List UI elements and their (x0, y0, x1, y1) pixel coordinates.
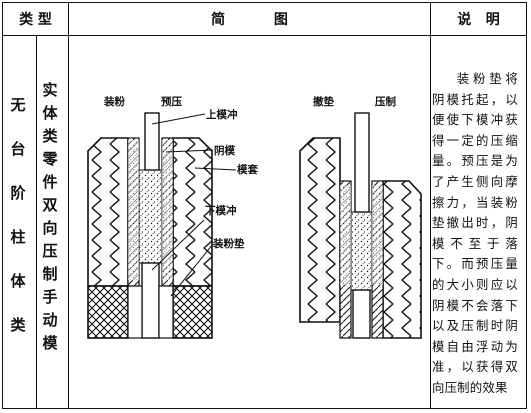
left-die-assembly (87, 112, 237, 339)
header-diagram: 简 图 (211, 12, 288, 28)
category-char: 制 (42, 265, 58, 283)
category-char: 台 (10, 140, 26, 158)
category-char: 模 (42, 334, 58, 352)
category-char: 实 (42, 81, 58, 99)
header-divider (3, 35, 526, 36)
label-remove-pad: 撤垫 (313, 95, 334, 108)
category-char: 体 (10, 272, 26, 290)
category-column-2: 实体类零件双向压制手动模 (40, 79, 60, 355)
category-column-1: 无台阶柱体类 (8, 83, 28, 347)
category-char: 零 (42, 150, 58, 168)
category-char: 体 (42, 104, 58, 122)
category-char: 柱 (10, 228, 26, 246)
label-lower-punch: 下模冲 (205, 204, 237, 217)
category-char: 阶 (10, 184, 26, 202)
label-fill-powder: 装粉 (103, 95, 125, 108)
label-die-sleeve: 模套 (237, 163, 258, 176)
label-prepress: 预压 (161, 96, 182, 108)
header-type: 类 型 (19, 12, 52, 28)
label-press: 压制 (375, 95, 396, 108)
description-text: 装粉垫将阴模托起，以便使下模冲获得一定的压缩量。预压是为了产生侧向摩擦力，当装粉… (432, 71, 518, 395)
header-note: 说 明 (457, 12, 500, 28)
label-upper-punch: 上模冲 (206, 108, 238, 121)
label-die: 阴模 (214, 144, 235, 157)
category-char: 类 (10, 316, 26, 334)
category-char: 双 (42, 196, 58, 214)
column-divider (430, 3, 431, 408)
right-die-assembly (299, 112, 422, 339)
column-divider (36, 35, 37, 408)
table-frame: 类 型 简 图 说 明 (2, 2, 527, 409)
category-char: 压 (42, 242, 58, 260)
category-char: 动 (42, 311, 58, 329)
category-char: 类 (42, 127, 58, 145)
category-char: 件 (42, 173, 58, 191)
category-char: 手 (42, 288, 58, 306)
category-char: 无 (10, 96, 26, 114)
category-char: 向 (42, 219, 58, 237)
label-powder-pad: 装粉垫 (212, 237, 245, 250)
column-divider (68, 3, 69, 408)
